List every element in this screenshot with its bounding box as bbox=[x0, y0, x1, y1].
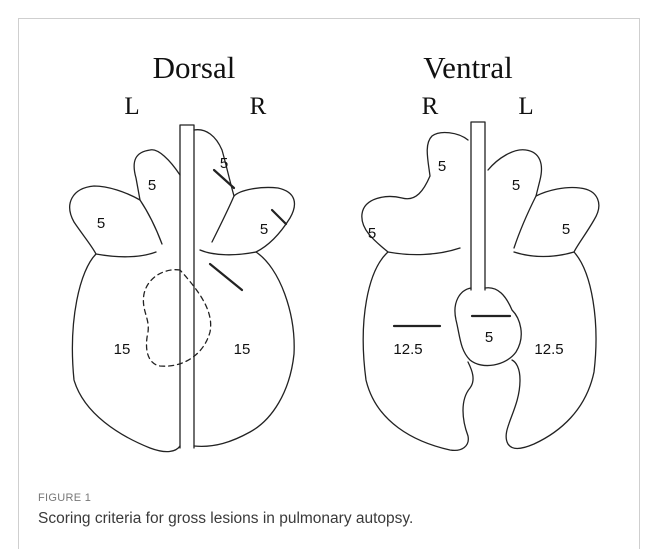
ventral-accessory-score: 5 bbox=[485, 329, 493, 346]
lung-scoring-diagram: Dorsal L R 5 5 15 5 5 15 Ventral R L 5 5… bbox=[0, 0, 656, 460]
dorsal-left-lung bbox=[70, 150, 180, 452]
dorsal-trachea bbox=[180, 125, 194, 448]
dorsal-left-fissure bbox=[96, 252, 156, 257]
ventral-left-fissure bbox=[514, 252, 574, 257]
ventral-right-lung bbox=[362, 133, 473, 451]
dorsal-right-fissure-2 bbox=[212, 196, 234, 242]
ventral-right-fissure bbox=[388, 248, 460, 255]
dorsal-lesion-mark-2 bbox=[272, 210, 286, 224]
dorsal-right-middle-score: 5 bbox=[260, 221, 268, 238]
dorsal-heart-outline bbox=[143, 270, 210, 366]
figure-label: FIGURE 1 bbox=[38, 492, 91, 504]
dorsal-right-fissure bbox=[200, 250, 256, 255]
ventral-accessory-lobe bbox=[455, 288, 521, 366]
ventral-left-middle-score: 5 bbox=[562, 221, 570, 238]
ventral-left-side-label: R bbox=[422, 93, 439, 120]
dorsal-right-lung bbox=[194, 130, 294, 447]
ventral-trachea bbox=[471, 122, 485, 290]
dorsal-left-upper-score: 5 bbox=[148, 177, 156, 194]
dorsal-right-upper-score: 5 bbox=[220, 155, 228, 172]
ventral-right-upper-score: 5 bbox=[438, 158, 446, 175]
ventral-right-lower-score: 12.5 bbox=[393, 341, 422, 358]
figure-caption: Scoring criteria for gross lesions in pu… bbox=[38, 510, 413, 528]
ventral-right-side-label: L bbox=[518, 93, 533, 120]
dorsal-lesion-mark-1 bbox=[214, 170, 234, 188]
ventral-left-lower-score: 12.5 bbox=[534, 341, 563, 358]
dorsal-left-lower-score: 15 bbox=[114, 341, 131, 358]
ventral-right-middle-score: 5 bbox=[368, 225, 376, 242]
dorsal-left-side-label: L bbox=[124, 93, 139, 120]
ventral-title: Ventral bbox=[423, 50, 513, 85]
ventral-left-upper-score: 5 bbox=[512, 177, 520, 194]
ventral-left-lung bbox=[488, 150, 599, 449]
dorsal-title: Dorsal bbox=[153, 50, 236, 85]
dorsal-left-middle-score: 5 bbox=[97, 215, 105, 232]
dorsal-left-fissure-2 bbox=[140, 200, 162, 244]
dorsal-right-lower-score: 15 bbox=[234, 341, 251, 358]
dorsal-right-side-label: R bbox=[250, 93, 267, 120]
ventral-left-fissure-2 bbox=[514, 196, 536, 248]
dorsal-lesion-mark-3 bbox=[210, 264, 242, 290]
